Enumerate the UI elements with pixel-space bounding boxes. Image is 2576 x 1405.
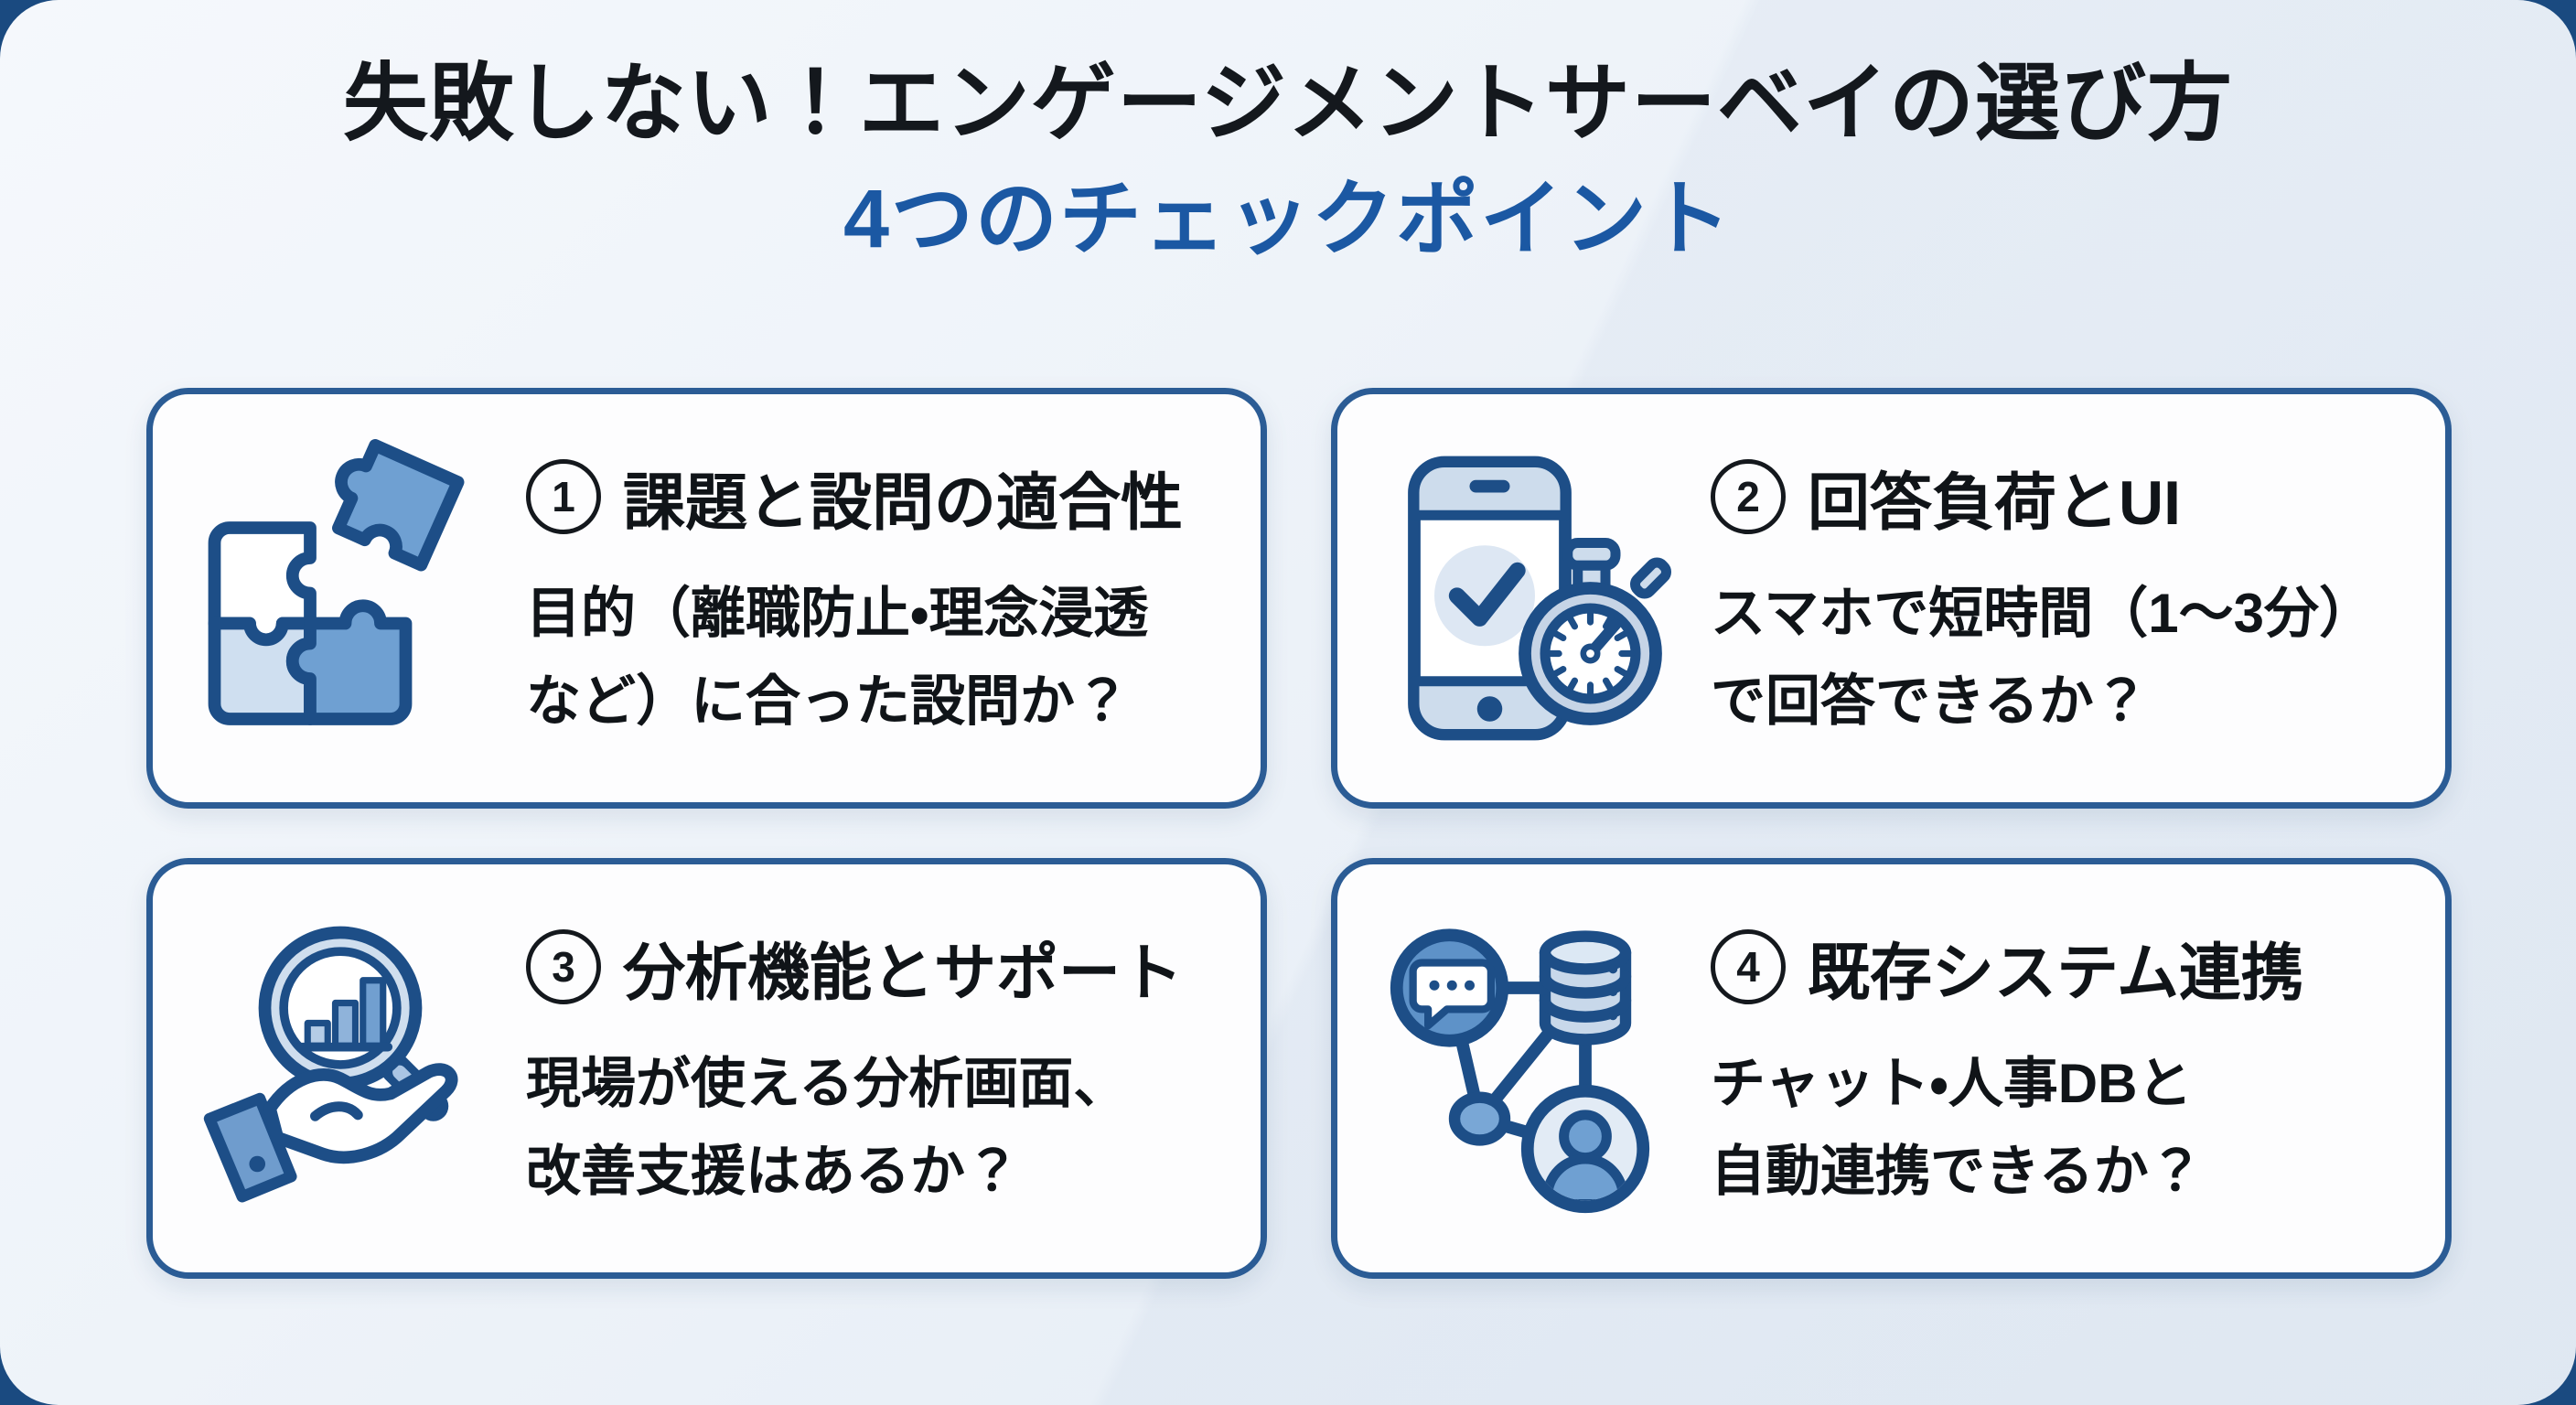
card-text: 3 分析機能とサポート 現場が使える分析画面、 改善支援はあるか？ bbox=[526, 922, 1215, 1216]
card-title: 4 既存システム連携 bbox=[1711, 922, 2399, 1013]
card-response-load: 2 回答負荷とUI スマホで短時間（1〜3分） で回答できるか？ bbox=[1331, 388, 2452, 809]
card-title-label: 分析機能とサポート bbox=[623, 938, 1184, 1008]
page-title: 失敗しない！エンゲージメントサーベイの選び方 bbox=[342, 56, 2234, 151]
card-title: 3 分析機能とサポート bbox=[526, 922, 1215, 1013]
card-title-label: 既存システム連携 bbox=[1808, 938, 2303, 1008]
magnifier-hand-icon bbox=[189, 889, 491, 1248]
number-badge: 4 bbox=[1711, 929, 1786, 1004]
card-text: 2 回答負荷とUI スマホで短時間（1〜3分） で回答できるか？ bbox=[1711, 452, 2399, 745]
card-title: 1 課題と設問の適合性 bbox=[526, 452, 1215, 542]
header: 失敗しない！エンゲージメントサーベイの選び方 4つのチェックポイント bbox=[0, 53, 2576, 269]
number-badge: 1 bbox=[526, 459, 601, 534]
card-analytics-support: 3 分析機能とサポート 現場が使える分析画面、 改善支援はあるか？ bbox=[146, 858, 1267, 1279]
card-description: 現場が使える分析画面、 改善支援はあるか？ bbox=[526, 1052, 1129, 1202]
card-description: スマホで短時間（1〜3分） で回答できるか？ bbox=[1711, 582, 2374, 732]
card-title-label: 課題と設問の適合性 bbox=[623, 467, 1184, 538]
card-text: 1 課題と設問の適合性 目的（離職防止・理念浸透 など）に合った設問か？ bbox=[526, 452, 1215, 745]
phone-stopwatch-icon bbox=[1374, 419, 1676, 778]
card-description: 目的（離職防止・理念浸透 など）に合った設問か？ bbox=[526, 582, 1149, 732]
number-badge: 2 bbox=[1711, 459, 1786, 534]
card-text: 4 既存システム連携 チャット・人事DBと 自動連携できるか？ bbox=[1711, 922, 2399, 1216]
card-title: 2 回答負荷とUI bbox=[1711, 452, 2399, 542]
puzzle-icon bbox=[189, 419, 491, 778]
checkpoint-grid: 1 課題と設問の適合性 目的（離職防止・理念浸透 など）に合った設問か？ bbox=[146, 388, 2452, 1279]
card-description: チャット・人事DBと 自動連携できるか？ bbox=[1711, 1052, 2204, 1202]
page-subtitle: 4つのチェックポイント bbox=[843, 173, 1733, 265]
card-question-fit: 1 課題と設問の適合性 目的（離職防止・理念浸透 など）に合った設問か？ bbox=[146, 388, 1267, 809]
card-system-integration: 4 既存システム連携 チャット・人事DBと 自動連携できるか？ bbox=[1331, 858, 2452, 1279]
network-icon bbox=[1374, 889, 1676, 1248]
card-title-label: 回答負荷とUI bbox=[1808, 467, 2182, 538]
number-badge: 3 bbox=[526, 929, 601, 1004]
